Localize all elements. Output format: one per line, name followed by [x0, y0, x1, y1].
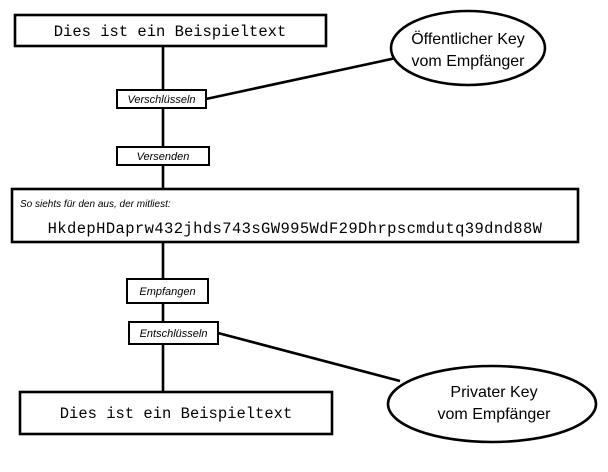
- intercept-box: So siehts für den aus, der mitliest: Hkd…: [10, 187, 580, 244]
- step-receive: Empfangen: [126, 278, 209, 304]
- step-decrypt-label: Entschlüsseln: [140, 328, 208, 340]
- plaintext-top-text: Dies ist ein Beispieltext: [54, 23, 287, 41]
- private-key-connector: [217, 331, 401, 383]
- step-send: Versenden: [116, 146, 210, 166]
- public-key-line2: vom Empfänger: [412, 53, 526, 70]
- step-encrypt-label: Verschlüsseln: [127, 94, 195, 106]
- private-key-line1: Privater Key: [450, 384, 537, 401]
- intercept-caption: So siehts für den aus, der mitliest:: [20, 199, 171, 210]
- ciphertext: HkdepHDaprw432jhds743sGW995WdF29Dhrpscmd…: [48, 220, 543, 238]
- private-key-line2: vom Empfänger: [438, 406, 552, 423]
- private-key-ellipse: Privater Key vom Empfänger: [386, 364, 598, 444]
- plaintext-bottom-text: Dies ist ein Beispieltext: [60, 405, 293, 423]
- public-key-line1: Öffentlicher Key: [411, 30, 525, 48]
- public-key-connector: [205, 56, 397, 101]
- plaintext-top-box: Dies ist ein Beispieltext: [13, 13, 328, 48]
- step-decrypt: Entschlüsseln: [128, 321, 219, 345]
- step-send-label: Versenden: [137, 151, 190, 163]
- plaintext-bottom-box: Dies ist ein Beispieltext: [18, 390, 334, 436]
- step-receive-label: Empfangen: [139, 286, 195, 298]
- step-encrypt: Verschlüsseln: [116, 89, 207, 109]
- public-key-ellipse: Öffentlicher Key vom Empfänger: [389, 9, 547, 87]
